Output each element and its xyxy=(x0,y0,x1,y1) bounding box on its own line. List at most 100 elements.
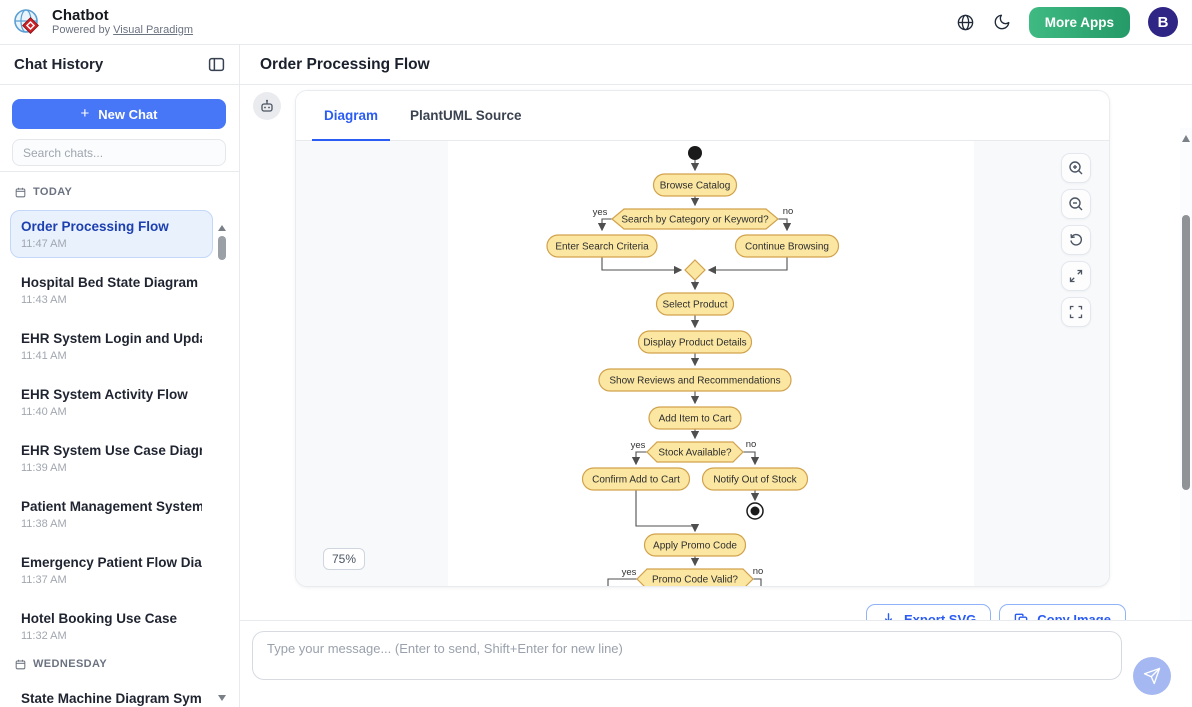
activity-apply-promo-code: Apply Promo Code xyxy=(643,533,747,557)
main-content: Diagram PlantUML Source xyxy=(240,85,1192,707)
scrollbar-thumb[interactable] xyxy=(1182,215,1190,490)
diagram-viewer[interactable]: Browse Catalog Search by Category or Key… xyxy=(296,141,1109,586)
plus-icon: + xyxy=(80,105,90,122)
moon-icon xyxy=(994,14,1010,30)
activity-add-item-to-cart: Add Item to Cart xyxy=(648,406,742,430)
svg-text:Apply Promo Code: Apply Promo Code xyxy=(653,541,737,552)
scroll-up-arrow-icon[interactable] xyxy=(1182,135,1190,142)
page-title: Order Processing Flow xyxy=(260,55,430,73)
search-chats-input[interactable] xyxy=(12,139,226,166)
zoom-out-button[interactable] xyxy=(1061,189,1091,219)
reset-view-button[interactable] xyxy=(1061,225,1091,255)
chat-item-time: 11:39 AM xyxy=(21,462,67,474)
bot-avatar xyxy=(253,92,281,120)
chat-item-time: 11:38 AM xyxy=(21,518,67,530)
brand-text: Chatbot Powered by Visual Paradigm xyxy=(52,7,193,37)
top-actions: More Apps B xyxy=(956,6,1178,38)
reset-icon xyxy=(1070,233,1082,246)
tab-plantuml-source[interactable]: PlantUML Source xyxy=(410,108,522,123)
sidebar-header: Chat History xyxy=(0,45,239,85)
main-scrollbar[interactable] xyxy=(1180,128,1192,658)
robot-icon xyxy=(261,99,273,112)
chat-item-time: 11:47 AM xyxy=(21,238,67,250)
section-label: TODAY xyxy=(33,186,73,198)
chat-item-title: State Machine Diagram Sym... xyxy=(21,691,202,706)
fit-to-screen-button[interactable] xyxy=(1061,261,1091,291)
chat-list: TODAY Order Processing Flow 11:47 AM Hos… xyxy=(0,172,239,707)
activity-enter-search-criteria: Enter Search Criteria xyxy=(546,234,658,258)
chat-item-ehr-usecase[interactable]: EHR System Use Case Diagram 11:39 AM xyxy=(10,434,213,482)
activity-show-reviews: Show Reviews and Recommendations xyxy=(598,368,792,392)
tab-bar: Diagram PlantUML Source xyxy=(296,91,1109,141)
scrollbar-thumb[interactable] xyxy=(218,236,226,260)
sidebar-scrollbar[interactable] xyxy=(217,176,227,707)
zoom-controls xyxy=(1061,153,1091,327)
dark-mode-button[interactable] xyxy=(993,13,1011,31)
expand-arrows-icon xyxy=(1069,269,1083,283)
section-header-today: TODAY xyxy=(15,186,213,198)
section-label: WEDNESDAY xyxy=(33,658,108,670)
chat-item-ehr-activity[interactable]: EHR System Activity Flow 11:40 AM xyxy=(10,378,213,426)
app-body: Chat History + New Chat TODAY xyxy=(0,45,1192,707)
svg-text:no: no xyxy=(783,206,794,217)
more-apps-button[interactable]: More Apps xyxy=(1028,6,1130,38)
chat-item-title: Emergency Patient Flow Dia... xyxy=(21,555,202,570)
chat-item-title: Hospital Bed State Diagram xyxy=(21,275,199,290)
svg-text:Select Product: Select Product xyxy=(662,300,727,311)
svg-text:Search by Category or Keyword?: Search by Category or Keyword? xyxy=(621,215,769,226)
calendar-icon xyxy=(15,187,26,197)
chat-item-patient-mgmt[interactable]: Patient Management System... 11:38 AM xyxy=(10,490,213,538)
svg-text:Display Product Details: Display Product Details xyxy=(643,338,746,349)
collapse-sidebar-button[interactable] xyxy=(208,56,225,73)
app-title: Chatbot xyxy=(52,7,109,24)
fullscreen-icon xyxy=(1069,305,1083,319)
tab-diagram[interactable]: Diagram xyxy=(312,91,391,141)
fullscreen-button[interactable] xyxy=(1061,297,1091,327)
send-paper-plane-icon xyxy=(1143,667,1161,685)
visual-paradigm-link[interactable]: Visual Paradigm xyxy=(113,24,194,36)
decision-stock-available: Stock Available? yes no xyxy=(631,439,757,463)
chat-item-time: 11:37 AM xyxy=(21,574,67,586)
chat-item-order-processing[interactable]: Order Processing Flow 11:47 AM xyxy=(10,210,213,258)
activity-display-product-details: Display Product Details xyxy=(637,330,753,354)
svg-text:Enter Search Criteria: Enter Search Criteria xyxy=(555,242,649,253)
chat-item-ehr-login[interactable]: EHR System Login and Upda... 11:41 AM xyxy=(10,322,213,370)
chat-item-hospital-bed[interactable]: Hospital Bed State Diagram 11:43 AM xyxy=(10,266,213,314)
message-composer xyxy=(240,620,1192,707)
powered-by-prefix: Powered by xyxy=(52,24,111,36)
chat-item-title: Hotel Booking Use Case xyxy=(21,611,178,626)
activity-browse-catalog: Browse Catalog xyxy=(652,173,738,197)
scroll-down-arrow-icon[interactable] xyxy=(218,695,226,701)
svg-text:Add Item to Cart: Add Item to Cart xyxy=(659,414,732,425)
chat-item-hotel-booking[interactable]: Hotel Booking Use Case 11:32 AM xyxy=(10,602,213,650)
panel-toggle-icon xyxy=(208,57,225,72)
svg-text:Confirm Add to Cart: Confirm Add to Cart xyxy=(592,475,680,486)
sidebar-title: Chat History xyxy=(14,56,104,73)
svg-text:no: no xyxy=(746,439,757,450)
merge-diamond xyxy=(684,259,706,281)
chat-item-state-machine[interactable]: State Machine Diagram Sym... xyxy=(10,682,213,707)
svg-text:no: no xyxy=(753,566,764,577)
decision-search-mode: Search by Category or Keyword? yes no xyxy=(593,206,794,230)
diagram-card: Diagram PlantUML Source xyxy=(295,90,1110,587)
chat-item-emergency-flow[interactable]: Emergency Patient Flow Dia... 11:37 AM xyxy=(10,546,213,594)
new-chat-button[interactable]: + New Chat xyxy=(12,99,226,129)
decision-promo-code-valid: Promo Code Valid? yes no xyxy=(622,566,764,586)
end-node xyxy=(746,502,764,520)
language-globe-button[interactable] xyxy=(956,13,975,32)
message-input[interactable] xyxy=(252,631,1122,680)
activity-diagram: Browse Catalog Search by Category or Key… xyxy=(546,146,840,586)
send-button[interactable] xyxy=(1133,657,1171,695)
chat-item-title: EHR System Login and Upda... xyxy=(21,331,202,346)
svg-text:Notify Out of Stock: Notify Out of Stock xyxy=(713,475,797,486)
user-avatar[interactable]: B xyxy=(1148,7,1178,37)
svg-text:yes: yes xyxy=(593,207,608,218)
start-node xyxy=(688,146,702,160)
svg-text:Show Reviews and Recommendatio: Show Reviews and Recommendations xyxy=(609,376,780,387)
scroll-up-arrow-icon[interactable] xyxy=(218,225,226,231)
chat-item-title: Order Processing Flow xyxy=(21,219,169,234)
svg-text:Browse Catalog: Browse Catalog xyxy=(660,181,731,192)
zoom-in-button[interactable] xyxy=(1061,153,1091,183)
powered-by: Powered by Visual Paradigm xyxy=(52,24,193,37)
